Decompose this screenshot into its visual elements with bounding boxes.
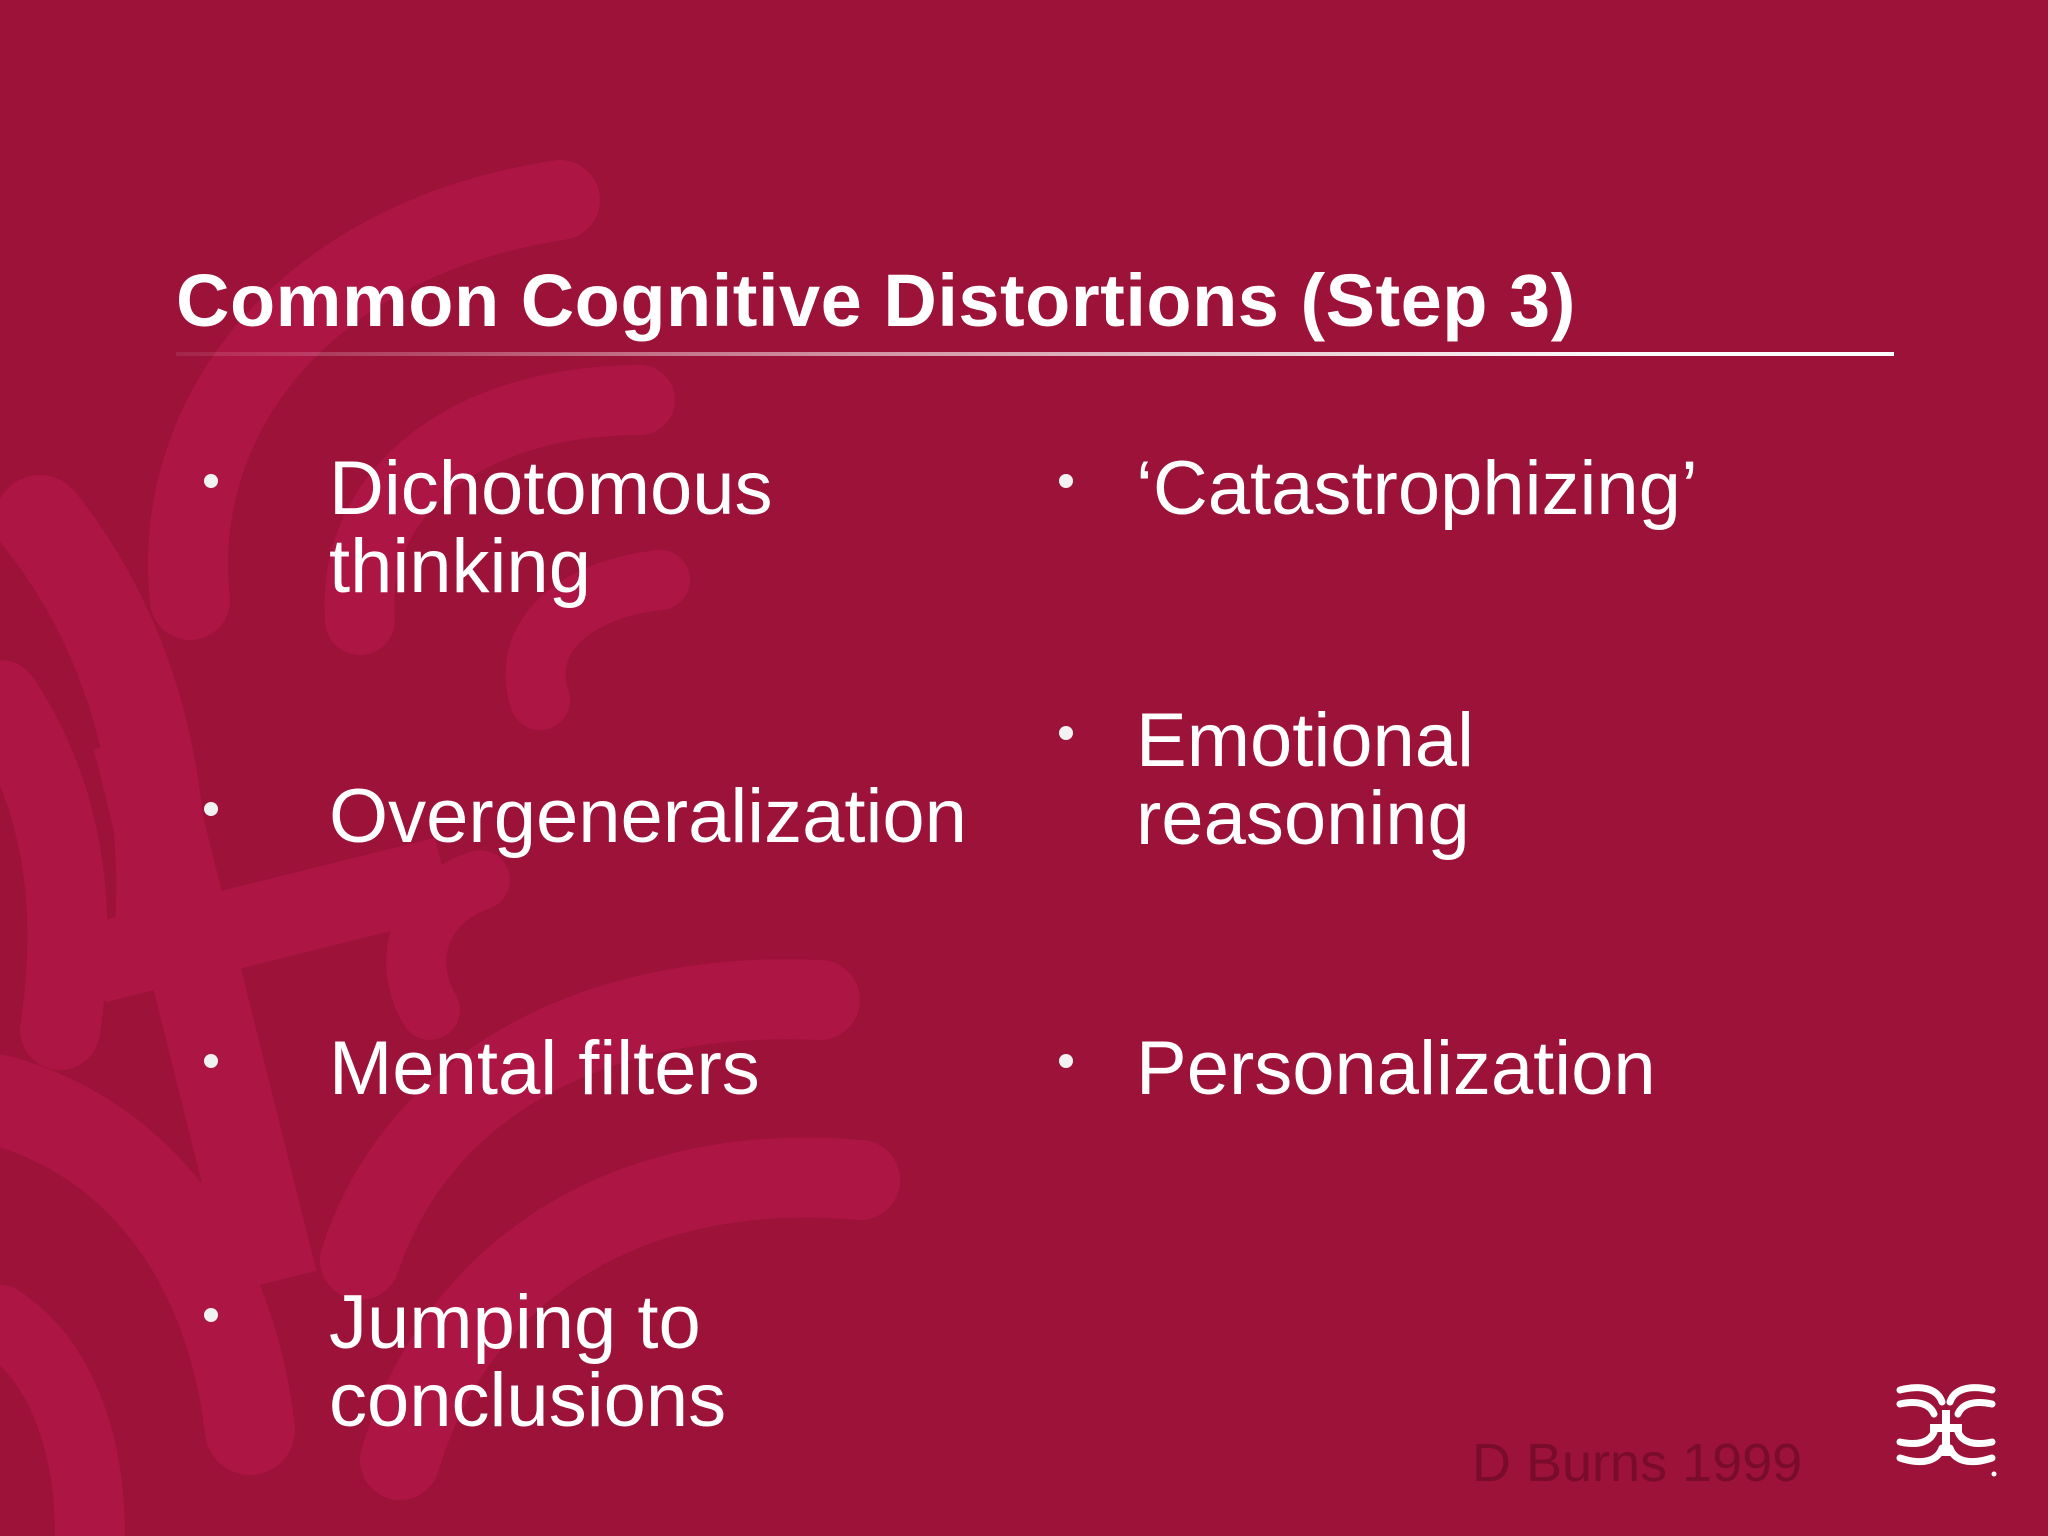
title-underline: [176, 352, 1894, 356]
bullet-icon: [1059, 474, 1073, 488]
list-item-emotional-reasoning: Emotional reasoning: [1059, 702, 1474, 858]
organization-logo-icon: [1896, 1384, 1997, 1477]
list-item-personalization: Personalization: [1059, 1030, 1656, 1108]
list-item-mental-filters: Mental filters: [204, 1030, 760, 1108]
slide-title: Common Cognitive Distortions (Step 3): [176, 259, 1576, 342]
list-item-overgeneralization: Overgeneralization: [204, 778, 967, 856]
bullet-icon: [1059, 726, 1073, 740]
bullet-icon: [204, 802, 218, 816]
bullet-icon: [204, 474, 218, 488]
source-credit: D Burns 1999: [1472, 1433, 1803, 1493]
bullet-icon: [204, 1308, 218, 1322]
list-item-catastrophizing: ‘Catastrophizing’: [1059, 450, 1698, 528]
bullet-icon: [204, 1054, 218, 1068]
list-item-jumping-to-conclusions: Jumping to conclusions: [204, 1284, 726, 1440]
bullet-icon: [1059, 1054, 1073, 1068]
list-item-dichotomous-thinking: Dichotomous thinking: [204, 450, 773, 606]
